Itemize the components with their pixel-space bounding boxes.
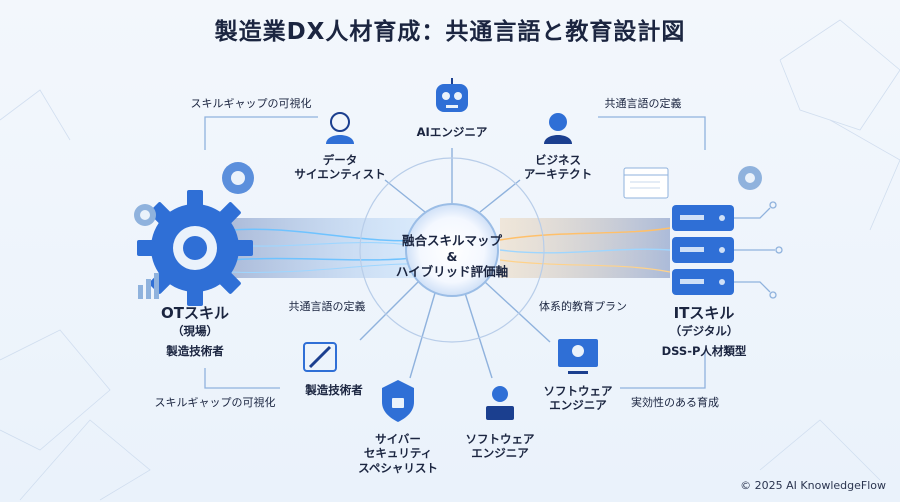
caption-systematic: 体系的教育プラン	[539, 300, 627, 313]
caption-common-lang-mid: 共通言語の定義	[288, 300, 366, 313]
small-gear-icon	[738, 166, 762, 190]
radial-connectors	[359, 148, 551, 379]
center-label: 融合スキルマップ & ハイブリッド評価軸	[395, 233, 509, 280]
role-ai-engineer: AIエンジニア	[416, 125, 488, 139]
data-scientist-icon	[326, 112, 354, 144]
server-icon	[672, 205, 734, 295]
it-sub: （デジタル）	[669, 324, 739, 338]
ot-role: 製造技術者	[166, 344, 224, 358]
role-software-bottom: ソフトウェア エンジニア	[465, 432, 535, 461]
role-manufacturing: 製造技術者	[305, 383, 363, 397]
business-person-icon	[544, 113, 572, 144]
it-title: ITスキル	[673, 304, 735, 322]
caption-skill-gap-bottom: スキルギャップの可視化	[154, 396, 276, 409]
caption-skill-gap-top: スキルギャップの可視化	[190, 97, 312, 110]
role-biz-architect: ビジネス アーキテクト	[523, 153, 593, 182]
bar-chart-icon	[138, 273, 159, 299]
it-beam	[499, 218, 671, 278]
copyright: © 2025 AI KnowledgeFlow	[740, 479, 886, 492]
page-title: 製造業DX人材育成：共通言語と教育設計図	[214, 19, 686, 45]
robot-icon	[436, 78, 468, 112]
small-gear-icon	[222, 162, 254, 194]
it-role: DSS-P人材類型	[661, 344, 747, 358]
role-cyber: サイバー セキュリティ スペシャリスト	[358, 432, 438, 475]
circuit-lines	[734, 201, 783, 299]
software-engineer-icon	[486, 386, 514, 420]
caption-common-lang-top: 共通言語の定義	[604, 97, 682, 110]
browser-window-icon	[623, 167, 669, 199]
ot-sub: （現場）	[172, 324, 218, 338]
role-software-right: ソフトウェア エンジニア	[543, 384, 613, 413]
caption-effective: 実効性のある育成	[631, 396, 719, 409]
caption-arrows	[204, 116, 706, 389]
background-network	[0, 19, 900, 501]
shield-lock-icon	[382, 380, 414, 422]
center-hub	[359, 157, 545, 343]
small-gear-icon	[134, 204, 156, 226]
monitor-person-icon	[558, 339, 598, 374]
wrench-icon	[303, 342, 337, 372]
ot-title: OTスキル	[161, 304, 229, 322]
role-data-scientist: データ サイエンティスト	[294, 153, 386, 182]
